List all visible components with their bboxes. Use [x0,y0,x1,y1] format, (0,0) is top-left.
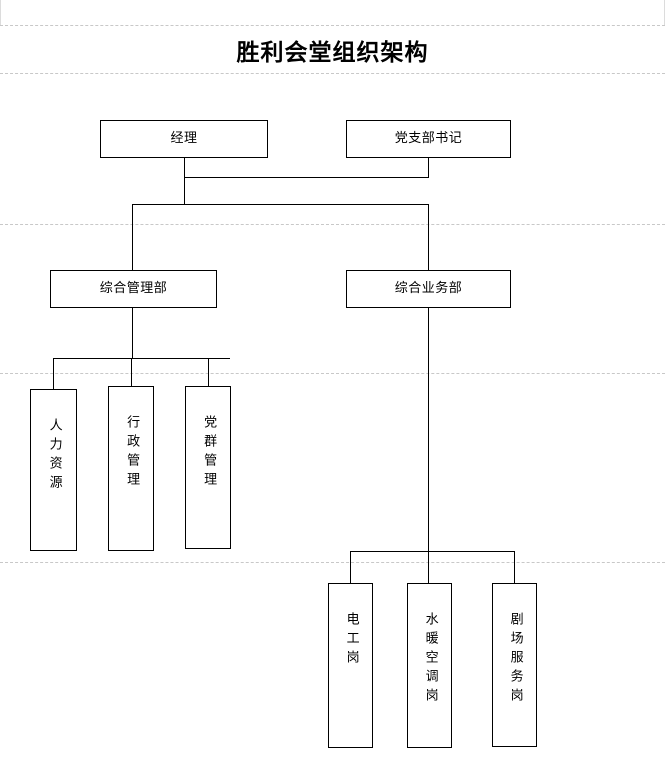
page-guide-line-1 [0,25,665,26]
connector-drop-admin [131,358,132,386]
node-admin-dept[interactable]: 综合管理部 [50,270,217,308]
node-party-work-label: 党群管理 [201,415,217,491]
node-biz-dept[interactable]: 综合业务部 [346,270,511,308]
connector-drop-theater [514,551,515,583]
connector-biz-dept-distributor [350,551,515,552]
node-hr-label: 人力资源 [46,418,62,494]
node-admin[interactable]: 行政管理 [108,386,154,551]
node-manager[interactable]: 经理 [100,120,268,158]
connector-drop-party [208,358,209,386]
node-manager-label: 经理 [170,130,198,146]
node-admin-label: 行政管理 [124,415,140,491]
node-theater-service-label: 剧场服务岗 [507,612,523,707]
node-hvac-label: 水暖空调岗 [422,612,438,707]
connector-admin-dept-stem [132,308,133,358]
page-guide-line-3 [0,224,665,225]
page-title: 胜利会堂组织架构 [236,40,429,65]
connector-drop-admin-dept [132,204,133,270]
connector-drop-biz-dept [428,204,429,270]
connector-biz-dept-stem [428,308,429,551]
connector-drop-electric [350,551,351,583]
node-party-secretary[interactable]: 党支部书记 [346,120,511,158]
page-guide-line-4 [0,373,665,374]
connector-level2-distributor [132,204,428,205]
page-margin-left [0,0,1,25]
node-admin-dept-label: 综合管理部 [99,280,168,296]
connector-drop-hvac [428,551,429,583]
connector-drop-hr [53,358,54,389]
node-party-work[interactable]: 党群管理 [185,386,231,549]
page-guide-line-2 [0,73,665,74]
node-party-secretary-label: 党支部书记 [394,130,463,146]
node-hvac[interactable]: 水暖空调岗 [407,583,452,748]
connector-secretary-stem [428,158,429,177]
node-hr[interactable]: 人力资源 [30,389,77,551]
node-electrician[interactable]: 电工岗 [328,583,373,748]
connector-admin-dept-distributor [53,358,230,359]
connector-leadership-tie [184,177,429,178]
node-electrician-label: 电工岗 [343,612,359,669]
page-guide-line-5 [0,562,665,563]
node-biz-dept-label: 综合业务部 [394,280,463,296]
node-theater-service[interactable]: 剧场服务岗 [492,583,537,747]
connector-manager-stem [184,158,185,204]
